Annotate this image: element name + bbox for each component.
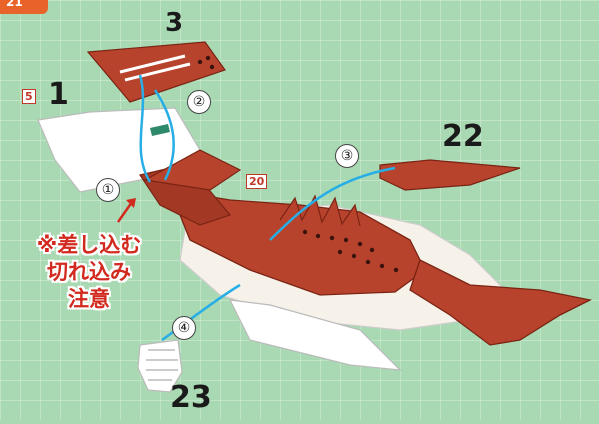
creature-body xyxy=(139,149,592,371)
part-tag-5: 5 xyxy=(22,89,36,104)
step-marker-4: ④ xyxy=(172,316,196,340)
warning-arrowhead xyxy=(126,198,136,208)
warning-arrow xyxy=(116,201,134,223)
assembly-guide-lines xyxy=(138,74,396,342)
part-22-piece xyxy=(379,159,521,191)
warning-line-1: ※差し込む xyxy=(36,233,142,257)
step-marker-3: ③ xyxy=(335,144,359,168)
part-number-3: 3 xyxy=(165,8,184,38)
part-3-piece xyxy=(86,41,226,103)
guide-line-3 xyxy=(269,166,396,241)
guide-line-1 xyxy=(138,74,152,183)
step-marker-1: ① xyxy=(96,178,120,202)
part-number-1: 1 xyxy=(48,77,69,112)
step-number: 21 xyxy=(6,0,23,9)
part-number-23: 23 xyxy=(170,380,212,415)
part-number-22: 22 xyxy=(442,119,484,154)
warning-line-2: 切れ込み xyxy=(47,260,131,284)
slot-warning-note: ※差し込む 切れ込み 注意 xyxy=(4,232,174,313)
part-23-piece xyxy=(137,339,183,393)
part-tag-20: 20 xyxy=(246,174,268,189)
step-number-badge: 21 xyxy=(0,0,48,14)
step-marker-2: ② xyxy=(187,90,211,114)
warning-line-3: 注意 xyxy=(68,287,110,311)
guide-line-2 xyxy=(153,89,175,181)
guide-line-4 xyxy=(161,283,241,342)
